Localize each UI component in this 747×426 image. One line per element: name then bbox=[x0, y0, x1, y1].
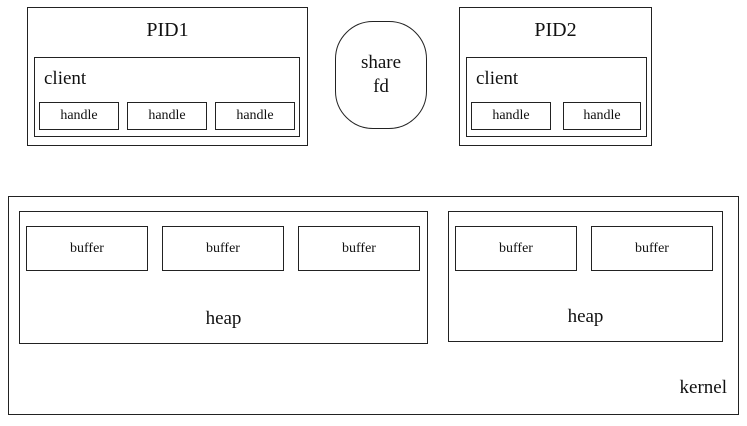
share-label: share bbox=[360, 52, 402, 73]
client-label-pid2: client bbox=[476, 68, 519, 89]
buffer-box: buffer bbox=[298, 226, 420, 271]
heap-box-2: buffer buffer heap bbox=[448, 211, 723, 342]
buffer-box: buffer bbox=[26, 226, 148, 271]
client-box-pid1: client handle handle handle bbox=[34, 57, 300, 137]
handle-box: handle bbox=[215, 102, 295, 130]
handle-box: handle bbox=[563, 102, 641, 130]
buffer-box: buffer bbox=[162, 226, 284, 271]
heap-box-1: buffer buffer buffer heap bbox=[19, 211, 428, 344]
heap-label-1: heap bbox=[205, 308, 242, 329]
handle-box: handle bbox=[127, 102, 207, 130]
process-title-pid1: PID1 bbox=[146, 19, 189, 41]
handle-box: handle bbox=[471, 102, 551, 130]
process-box-pid2: PID2 client handle handle bbox=[459, 7, 652, 146]
process-box-pid1: PID1 client handle handle handle bbox=[27, 7, 308, 146]
kernel-label: kernel bbox=[679, 377, 727, 398]
fd-label: fd bbox=[373, 76, 389, 97]
buffer-box: buffer bbox=[455, 226, 577, 271]
client-label-pid1: client bbox=[44, 68, 87, 89]
handle-box: handle bbox=[39, 102, 119, 130]
buffer-box: buffer bbox=[591, 226, 713, 271]
kernel-box: buffer buffer buffer heap buffer buffer … bbox=[8, 196, 739, 415]
process-title-pid2: PID2 bbox=[534, 19, 577, 41]
share-fd-box: share fd bbox=[335, 21, 427, 129]
client-box-pid2: client handle handle bbox=[466, 57, 647, 137]
heap-label-2: heap bbox=[567, 306, 604, 327]
